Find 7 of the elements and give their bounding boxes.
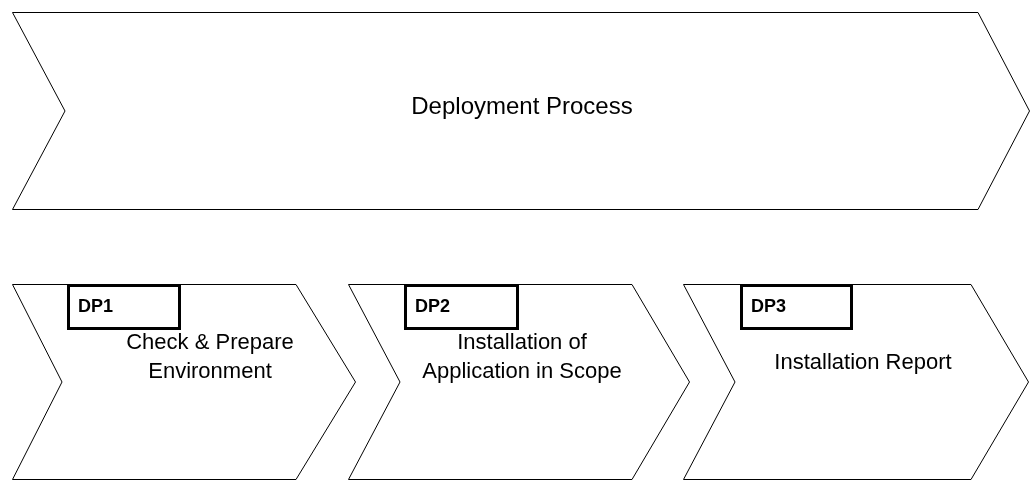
step-label: Deployment Process [410, 91, 634, 121]
step-id-tag: DP3 [740, 284, 853, 330]
step-label: Installation Report [773, 348, 953, 376]
step-id-tag: DP2 [404, 284, 519, 330]
step-id-tag: DP1 [67, 284, 181, 330]
step-label: Installation of Application in Scope [421, 328, 623, 385]
step-label: Check & Prepare Environment [125, 328, 295, 385]
